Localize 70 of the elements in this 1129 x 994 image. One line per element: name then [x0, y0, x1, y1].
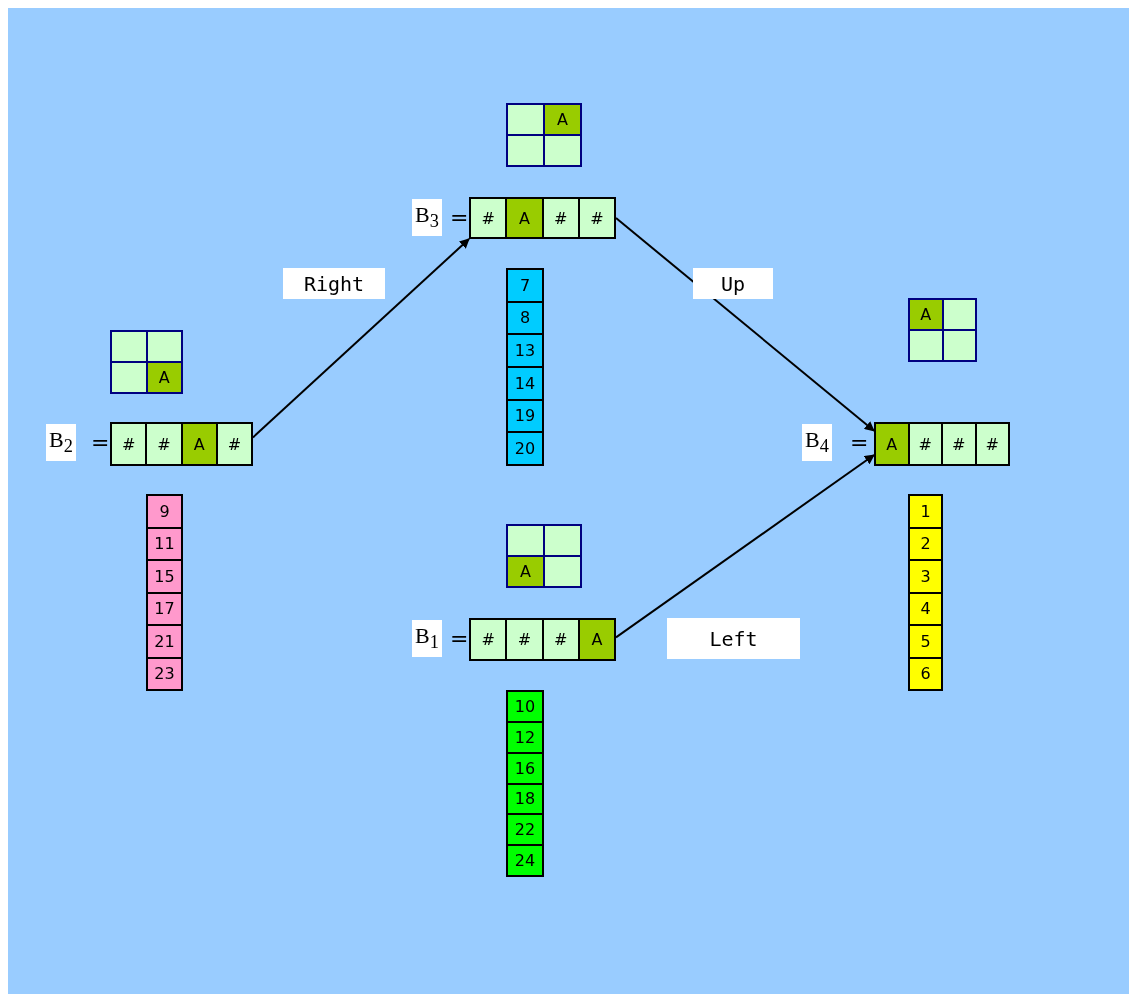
cell-row [469, 197, 616, 239]
grid-cell: 23 [148, 658, 181, 689]
number-column [146, 494, 183, 691]
grid-cell: # [471, 199, 506, 237]
grid-cell: 20 [508, 433, 542, 464]
grid-cell: 24 [508, 846, 542, 875]
grid-cell: # [507, 620, 542, 659]
cell-row [874, 422, 1010, 466]
grid-cell: A [910, 300, 942, 329]
cell-grid [908, 298, 977, 362]
cell-grid [506, 524, 582, 588]
grid-cell: 14 [508, 368, 542, 399]
edge-label: Left [667, 618, 800, 659]
grid-cell: A [508, 557, 543, 586]
equals-sign: = [850, 432, 869, 454]
matrix-label: B$_{3}$ [412, 199, 442, 236]
number-column [506, 690, 544, 877]
grid-cell: # [217, 424, 251, 464]
grid-cell: 3 [910, 561, 941, 592]
grid-cell: 18 [508, 784, 542, 814]
matrix-label: B$_{1}$ [412, 620, 442, 657]
arrow [615, 217, 875, 432]
grid-cell: # [579, 199, 614, 237]
grid-cell: 16 [508, 753, 542, 783]
cell-grid [110, 330, 183, 394]
cell-row [469, 618, 616, 661]
number-column [908, 494, 943, 691]
grid-cell: # [543, 199, 578, 237]
matrix-label: B$_{4}$ [802, 424, 832, 461]
grid-cell: 7 [508, 270, 542, 301]
grid-cell: 1 [910, 496, 941, 527]
grid-cell: 11 [148, 528, 181, 559]
grid-cell: 15 [148, 561, 181, 592]
cell-grid [506, 103, 582, 167]
equals-sign: = [450, 207, 469, 229]
arrow [252, 238, 470, 439]
grid-cell: 4 [910, 593, 941, 624]
grid-cell: # [112, 424, 146, 464]
grid-cell: 17 [148, 593, 181, 624]
grid-cell: 21 [148, 626, 181, 657]
grid-cell: # [909, 424, 941, 464]
grid-cell: A [147, 363, 181, 392]
matrix-label: B$_{2}$ [46, 424, 76, 461]
grid-cell: # [543, 620, 578, 659]
grid-cell: A [182, 424, 216, 464]
equals-sign: = [450, 628, 469, 650]
grid-cell: A [876, 424, 908, 464]
arrow [615, 454, 875, 639]
cell-row [110, 422, 253, 466]
grid-cell: A [545, 105, 580, 134]
grid-cell: A [507, 199, 542, 237]
number-column [506, 268, 544, 466]
equals-sign: = [91, 432, 110, 454]
grid-cell: # [943, 424, 975, 464]
grid-cell: A [579, 620, 614, 659]
grid-cell: 19 [508, 400, 542, 432]
edge-label: Up [693, 268, 773, 299]
grid-cell: 8 [508, 302, 542, 334]
grid-cell: # [976, 424, 1008, 464]
edge-label: Right [283, 268, 385, 299]
grid-cell: 5 [910, 626, 941, 657]
grid-cell: 12 [508, 722, 542, 752]
grid-cell: 22 [508, 815, 542, 845]
grid-cell: 6 [910, 658, 941, 689]
grid-cell: # [147, 424, 181, 464]
grid-cell: 2 [910, 528, 941, 559]
grid-cell: 10 [508, 692, 542, 721]
grid-cell: 9 [148, 496, 181, 527]
grid-cell: 13 [508, 335, 542, 366]
grid-cell: # [471, 620, 506, 659]
